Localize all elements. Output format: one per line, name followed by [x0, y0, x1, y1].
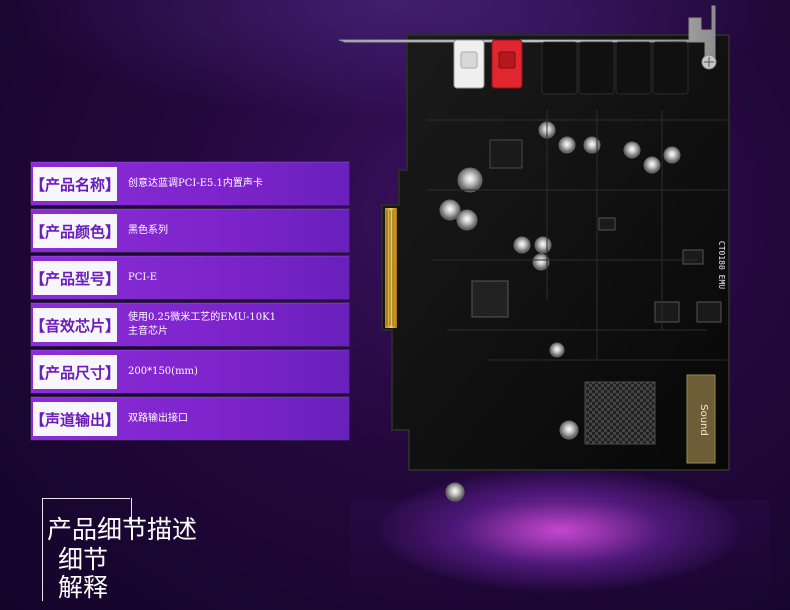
- spec-value-size: 200*150(mm): [128, 365, 198, 377]
- spec-label-size: 【产品尺寸】: [30, 355, 120, 389]
- spec-value-chip-line-1: 使用0.25微米工艺的EMU-10K1: [128, 311, 276, 323]
- main-chip-heatsink: [584, 381, 656, 445]
- small-chip-4: [682, 249, 704, 265]
- small-chip-3: [696, 301, 722, 323]
- spec-row-output: 【声道输出】 双路输出接口: [30, 397, 349, 440]
- spec-row-model: 【产品型号】 PCI-E: [30, 256, 349, 299]
- red-rca-opening: [498, 51, 516, 69]
- sound-card-svg: Sound CT0180 EMU: [338, 5, 730, 502]
- pcie-gold-edge: [385, 208, 397, 328]
- board-traces: [427, 110, 727, 361]
- spec-row-chip: 【音效芯片】 使用0.25微米工艺的EMU-10K1 主音芯片: [30, 303, 349, 346]
- spec-value-chip-line-2: 主音芯片: [128, 325, 168, 337]
- spec-label-chip: 【音效芯片】: [30, 308, 120, 342]
- spec-row-color: 【产品颜色】 黑色系列: [30, 209, 349, 252]
- spec-label-name: 【产品名称】: [30, 167, 120, 201]
- spec-list: 【产品名称】 创意达蓝调PCI-E5.1内置声卡 【产品颜色】 黑色系列 【产品…: [30, 162, 349, 444]
- brand-panel: [686, 374, 716, 464]
- spec-value-chip: 使用0.25微米工艺的EMU-10K1 主音芯片: [128, 303, 339, 346]
- brand-panel-text: Sound: [698, 404, 709, 436]
- detail-subtitle-2: 解释: [58, 573, 109, 602]
- audio-controller-chip: [489, 139, 523, 169]
- spec-label-output: 【声道输出】: [30, 402, 120, 436]
- board-side-text: CT0180 EMU: [717, 241, 726, 289]
- small-chip-1: [598, 217, 616, 231]
- small-chip-2: [654, 301, 680, 323]
- dsp-chip: [471, 280, 509, 318]
- spec-label-model: 【产品型号】: [30, 261, 120, 295]
- pcie-gold-fingers: [386, 210, 394, 326]
- spec-row-size: 【产品尺寸】 200*150(mm): [30, 350, 349, 393]
- spec-value-color: 黑色系列: [128, 224, 168, 236]
- detail-subtitle-1: 细节: [58, 545, 109, 574]
- audio-jack-4: [652, 41, 689, 95]
- spec-value-output: 双路输出接口: [128, 412, 188, 424]
- board-group: Sound CT0180 EMU: [338, 5, 730, 502]
- audio-jack-1: [541, 41, 578, 95]
- sound-card-image: Sound CT0180 EMU: [337, 0, 777, 520]
- audio-jack-3: [615, 41, 652, 95]
- detail-frame: [42, 498, 132, 601]
- spec-label-color: 【产品颜色】: [30, 214, 120, 248]
- board-screws: [701, 54, 717, 70]
- spec-row-name: 【产品名称】 创意达蓝调PCI-E5.1内置声卡: [30, 162, 349, 205]
- metal-bracket: [338, 5, 716, 59]
- capacitor-array: [439, 121, 681, 502]
- pcb-board: [381, 34, 730, 471]
- detail-title: 产品细节描述: [47, 515, 198, 544]
- white-rca-opening: [460, 51, 478, 69]
- audio-jack-2: [578, 41, 615, 95]
- spec-value-name: 创意达蓝调PCI-E5.1内置声卡: [128, 177, 263, 189]
- spec-value-model: PCI-E: [128, 271, 158, 283]
